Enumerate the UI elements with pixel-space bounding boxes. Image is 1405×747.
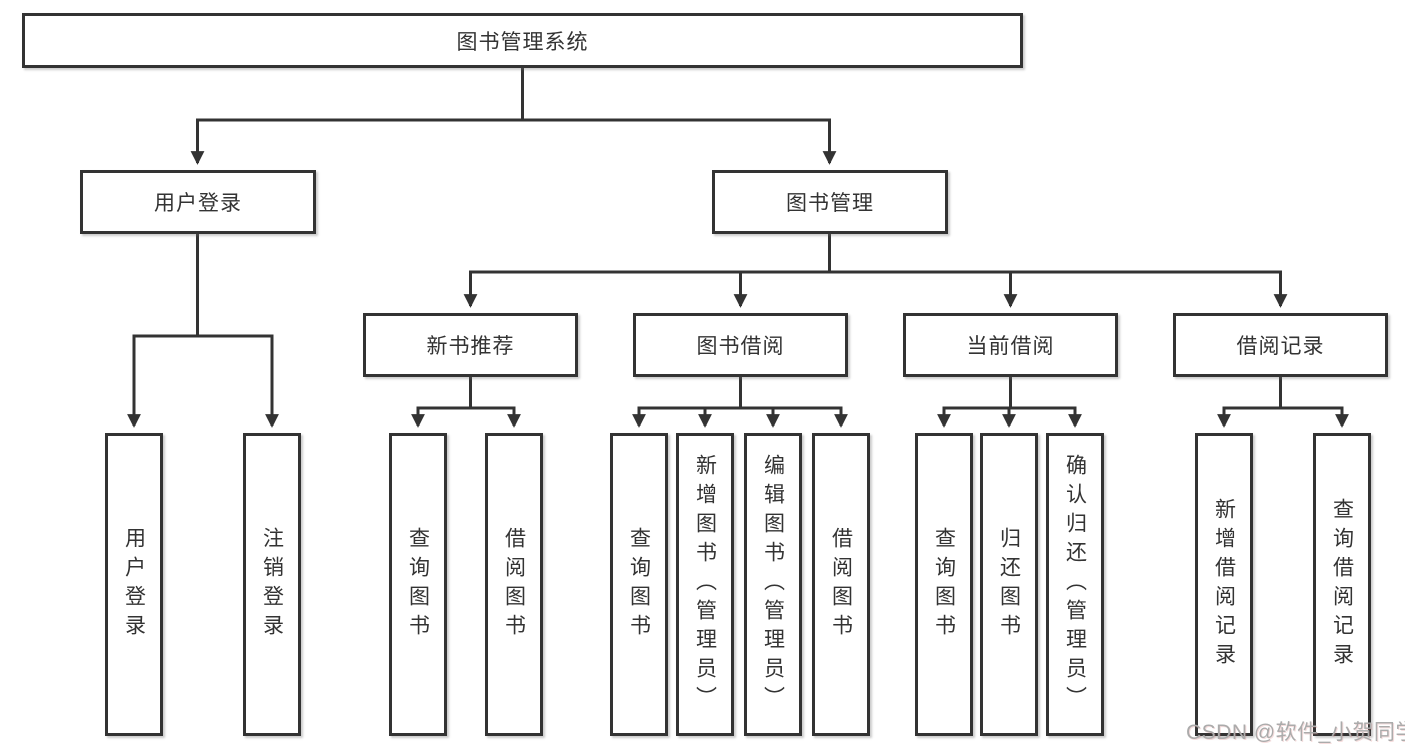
node-leaf-nb-borrow: 借阅图书 [485, 433, 543, 736]
node-leaf-bb-add-label: 新增图书（管理员） [693, 454, 717, 715]
node-leaf-cb-confirm: 确认归还（管理员） [1046, 433, 1104, 736]
node-book-mgmt-label: 图书管理 [786, 192, 874, 215]
node-leaf-br-query: 查询借阅记录 [1313, 433, 1371, 736]
node-current-borrow: 当前借阅 [903, 313, 1118, 377]
node-leaf-cb-confirm-label: 确认归还（管理员） [1063, 454, 1087, 715]
connector-book-borrow-children [632, 377, 848, 428]
connector-borrow-record-children [1217, 377, 1349, 428]
node-new-book-label: 新书推荐 [426, 335, 515, 358]
node-leaf-nb-query-label: 查询图书 [406, 526, 430, 643]
node-leaf-cb-query: 查询图书 [915, 433, 973, 736]
node-user-login: 用户登录 [80, 170, 316, 234]
node-new-book: 新书推荐 [363, 313, 578, 377]
node-current-borrow-label: 当前借阅 [966, 335, 1055, 358]
node-leaf-bb-borrow-label: 借阅图书 [829, 526, 853, 643]
connector-current-borrow-children [937, 377, 1082, 428]
node-leaf-logout-label: 注销登录 [260, 526, 284, 643]
node-leaf-bb-borrow: 借阅图书 [812, 433, 870, 736]
connector-root-to-level2 [190, 68, 837, 165]
node-leaf-nb-query: 查询图书 [389, 433, 447, 736]
node-leaf-bb-edit-label: 编辑图书（管理员） [761, 454, 785, 715]
node-leaf-br-query-label: 查询借阅记录 [1330, 497, 1354, 672]
node-leaf-bb-add: 新增图书（管理员） [676, 433, 734, 736]
node-leaf-user-login: 用户登录 [105, 433, 163, 736]
node-book-borrow: 图书借阅 [633, 313, 848, 377]
node-leaf-br-add: 新增借阅记录 [1195, 433, 1253, 736]
node-leaf-logout: 注销登录 [243, 433, 301, 736]
node-root-label: 图书管理系统 [456, 30, 589, 54]
node-leaf-bb-query: 查询图书 [610, 433, 668, 736]
connector-book-mgmt-children [463, 234, 1288, 308]
connector-new-book-children [411, 377, 521, 428]
node-leaf-cb-return-label: 归还图书 [997, 526, 1021, 643]
node-leaf-bb-query-label: 查询图书 [627, 526, 651, 643]
node-borrow-record-label: 借阅记录 [1236, 335, 1325, 358]
node-leaf-bb-edit: 编辑图书（管理员） [744, 433, 802, 736]
node-leaf-cb-query-label: 查询图书 [932, 526, 956, 643]
node-root: 图书管理系统 [22, 13, 1023, 68]
node-borrow-record: 借阅记录 [1173, 313, 1388, 377]
node-leaf-user-login-label: 用户登录 [122, 526, 146, 643]
node-leaf-br-add-label: 新增借阅记录 [1212, 497, 1236, 672]
node-book-mgmt: 图书管理 [712, 170, 948, 234]
node-book-borrow-label: 图书借阅 [696, 335, 785, 358]
connector-user-login-children [127, 234, 279, 428]
node-leaf-cb-return: 归还图书 [980, 433, 1038, 736]
csdn-watermark: CSDN @软件_小贺同学 [1186, 721, 1405, 744]
node-user-login-label: 用户登录 [154, 192, 242, 215]
node-leaf-nb-borrow-label: 借阅图书 [502, 526, 526, 643]
